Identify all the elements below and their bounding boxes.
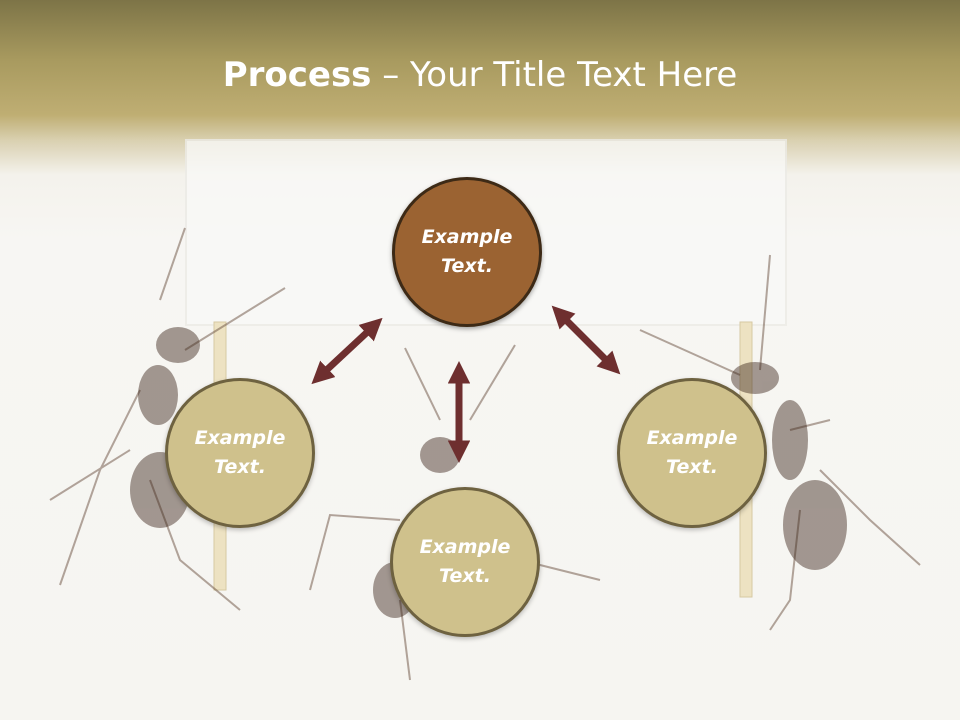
title-rest: – Your Title Text Here (371, 55, 738, 95)
ant-middle-antenna (404, 344, 516, 421)
ant-left-head (156, 327, 200, 363)
node-left-label: Example Text. (194, 427, 286, 478)
node-center-label: Example Text. (421, 226, 513, 277)
process-node-bottom: Example Text. (390, 487, 540, 637)
node-right-label: Example Text. (646, 427, 738, 478)
process-node-center: Example Text. (392, 177, 542, 327)
title-bold: Process (222, 55, 372, 95)
ant-right-thorax (772, 400, 808, 480)
process-node-left: Example Text. (165, 378, 315, 528)
ant-right-head (731, 362, 779, 394)
double-arrow-icon (311, 317, 383, 385)
ant-right-legs (769, 419, 921, 631)
ant-left-legs (49, 389, 241, 611)
slide-title: Process – Your Title Text Here (0, 52, 960, 98)
process-node-right: Example Text. (617, 378, 767, 528)
ant-right-abdomen (783, 480, 847, 570)
node-bottom-label: Example Text. (419, 536, 511, 587)
double-arrow-icon (551, 305, 621, 375)
ant-left-thorax (138, 365, 178, 425)
ant-left-antenna (159, 227, 286, 351)
ant-right-antenna (639, 254, 771, 376)
